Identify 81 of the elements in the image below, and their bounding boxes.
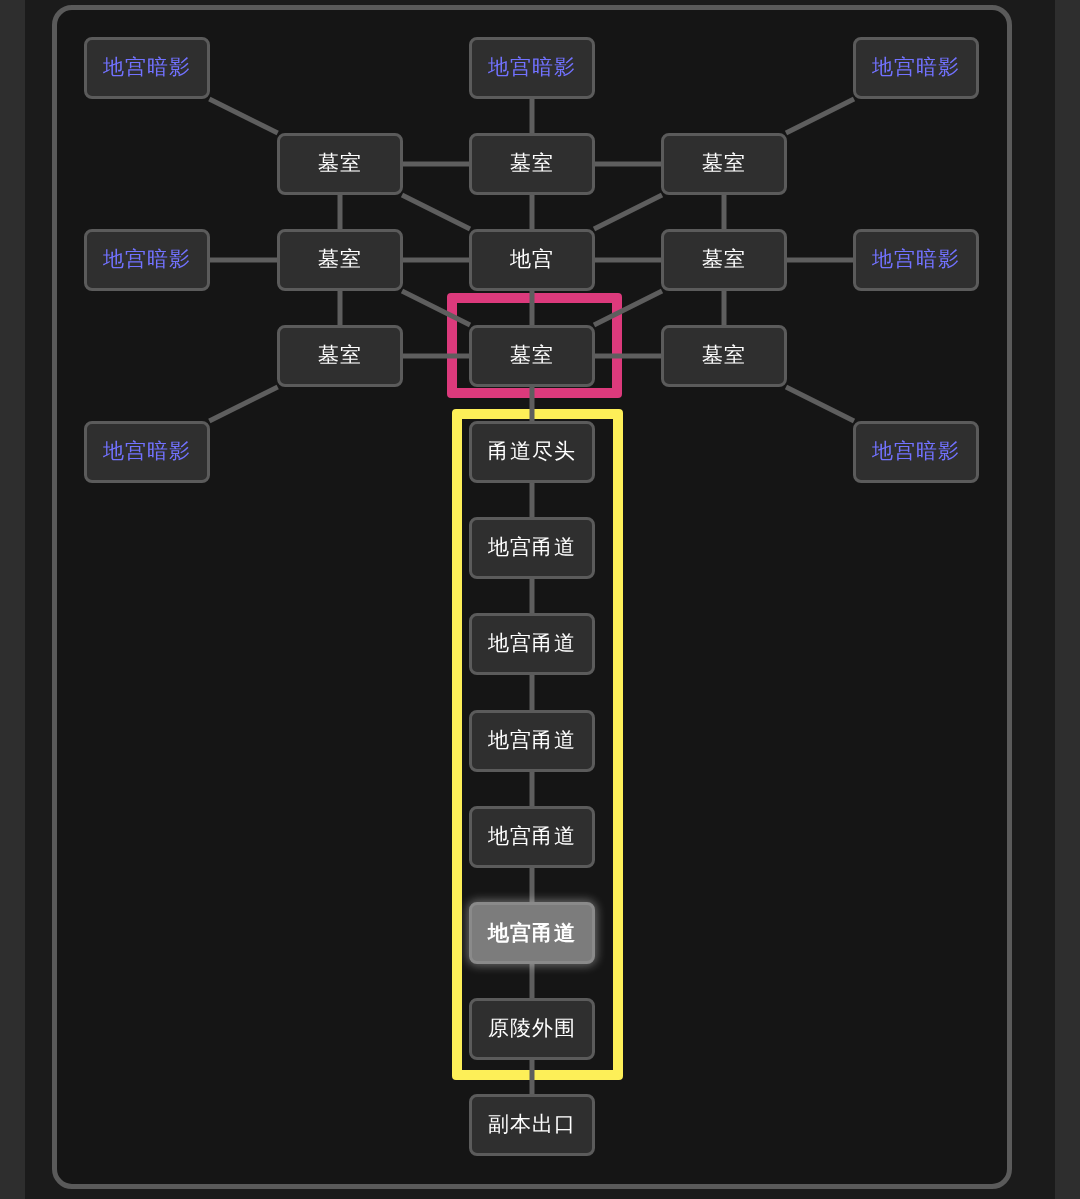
room-name: 地宫暗影 bbox=[872, 56, 960, 80]
connector-line bbox=[403, 353, 469, 359]
room-name: 墓室 bbox=[702, 248, 746, 272]
room-node bbox=[469, 806, 595, 868]
connector-line bbox=[529, 964, 535, 998]
room-name: 地宫甬道 bbox=[488, 729, 576, 753]
room-name: 墓室 bbox=[318, 152, 362, 176]
room-name: 地宫甬道 bbox=[488, 632, 576, 656]
room-node bbox=[469, 517, 595, 579]
room-node bbox=[469, 710, 595, 772]
room-node bbox=[277, 325, 403, 387]
connector-line bbox=[784, 384, 856, 424]
room-name: 墓室 bbox=[510, 344, 554, 368]
room-name: 原陵外围 bbox=[488, 1017, 576, 1041]
room-node bbox=[84, 421, 210, 483]
room-name: 地宫暗影 bbox=[103, 440, 191, 464]
connector-line bbox=[529, 483, 535, 517]
connector-line bbox=[403, 161, 469, 167]
connector-line bbox=[529, 868, 535, 902]
connector-line bbox=[721, 195, 727, 229]
room-node bbox=[469, 1094, 595, 1156]
connector-line bbox=[529, 1060, 535, 1094]
room-name: 墓室 bbox=[318, 248, 362, 272]
room-node bbox=[84, 229, 210, 291]
room-node bbox=[277, 229, 403, 291]
room-name: 地宫暗影 bbox=[488, 56, 576, 80]
room-name: 地宫暗影 bbox=[872, 248, 960, 272]
room-name: 地宫暗影 bbox=[103, 248, 191, 272]
connector-line bbox=[208, 96, 279, 136]
room-name: 甬道尽头 bbox=[488, 440, 576, 464]
room-name: 墓室 bbox=[702, 344, 746, 368]
connector-line bbox=[721, 291, 727, 325]
room-node bbox=[661, 133, 787, 195]
room-name: 地宫暗影 bbox=[103, 56, 191, 80]
connector-line bbox=[592, 288, 664, 328]
room-name: 地宫甬道 bbox=[488, 921, 576, 945]
room-name: 副本出口 bbox=[488, 1113, 576, 1137]
connector-line bbox=[529, 772, 535, 806]
connector-line bbox=[529, 291, 535, 325]
connector-line bbox=[337, 195, 343, 229]
room-name: 地宫 bbox=[510, 248, 554, 272]
room-name: 墓室 bbox=[510, 152, 554, 176]
connector-line bbox=[595, 353, 661, 359]
room-name: 地宫甬道 bbox=[488, 536, 576, 560]
room-node bbox=[277, 133, 403, 195]
room-node bbox=[661, 325, 787, 387]
room-node bbox=[469, 133, 595, 195]
connector-line bbox=[529, 675, 535, 710]
highlight-frame bbox=[447, 293, 622, 398]
connector-line bbox=[592, 192, 664, 232]
room-node bbox=[853, 421, 979, 483]
room-name: 墓室 bbox=[318, 344, 362, 368]
room-node bbox=[469, 613, 595, 675]
connector-line bbox=[529, 579, 535, 613]
connector-line bbox=[595, 161, 661, 167]
connector-line bbox=[787, 257, 853, 263]
room-node bbox=[853, 37, 979, 99]
connector-line bbox=[529, 387, 535, 421]
connector-line bbox=[337, 291, 343, 325]
connector-line bbox=[529, 99, 535, 133]
connector-line bbox=[403, 257, 469, 263]
connector-line bbox=[400, 288, 472, 328]
connector-line bbox=[595, 257, 661, 263]
room-node bbox=[469, 998, 595, 1060]
room-node bbox=[853, 229, 979, 291]
room-node bbox=[469, 421, 595, 483]
room-node bbox=[84, 37, 210, 99]
connector-line bbox=[208, 384, 279, 424]
room-name: 地宫暗影 bbox=[872, 440, 960, 464]
room-node bbox=[469, 229, 595, 291]
room-name: 墓室 bbox=[702, 152, 746, 176]
connector-line bbox=[400, 192, 472, 232]
connector-line bbox=[210, 257, 277, 263]
room-name: 地宫甬道 bbox=[488, 825, 576, 849]
room-node bbox=[469, 325, 595, 387]
room-node bbox=[469, 37, 595, 99]
room-node bbox=[661, 229, 787, 291]
current-room-node bbox=[469, 902, 595, 964]
connector-line bbox=[529, 195, 535, 229]
highlight-frame bbox=[452, 409, 623, 1080]
connector-line bbox=[784, 96, 856, 136]
